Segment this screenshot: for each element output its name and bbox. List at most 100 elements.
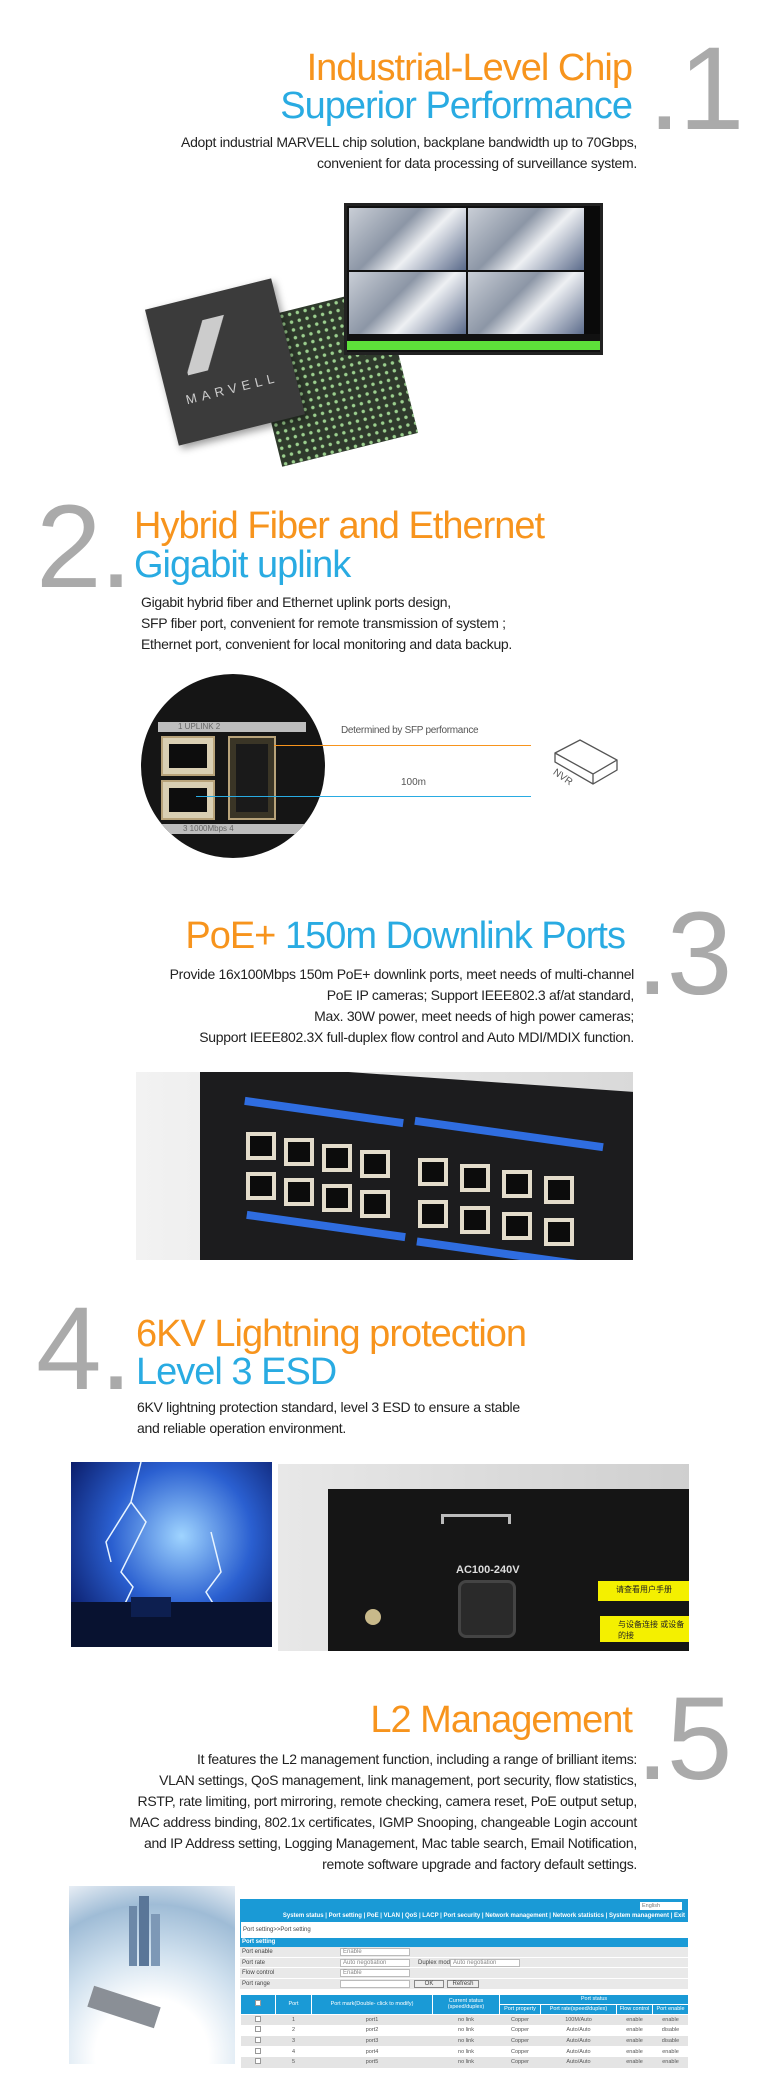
desc-line: and reliable operation environment. <box>137 1420 346 1436</box>
section-bar: Port setting <box>240 1938 688 1947</box>
s2-title-orange: Hybrid Fiber and Ethernet <box>134 505 545 547</box>
cell-current-status: no link <box>432 2057 500 2068</box>
s1-title-orange: Industrial-Level Chip <box>306 47 633 89</box>
cell-port-property: Copper <box>499 2014 541 2025</box>
row-checkbox[interactable] <box>240 2035 276 2047</box>
ethernet-connection-line <box>196 796 531 797</box>
col-port-enable: Port enable <box>651 2003 688 2015</box>
desc-line: It features the L2 management function, … <box>197 1751 637 1767</box>
uplink-label: 1 UPLINK 2 <box>158 722 306 732</box>
desc-line: RSTP, rate limiting, port mirroring, rem… <box>137 1793 638 1809</box>
cell-port-mark: port4 <box>365 2048 379 2055</box>
flow-control-select[interactable]: Enable <box>340 1969 410 1978</box>
s2-title-blue: Gigabit uplink <box>134 544 351 586</box>
warning-label: 请查看用户手册 <box>598 1581 689 1601</box>
sfp-port-icon <box>228 736 276 820</box>
section-number-5: .5 <box>636 1673 732 1805</box>
col-port-rate: Port rate(speed/duplex) <box>540 2003 617 2015</box>
port-range-input[interactable] <box>340 1980 410 1989</box>
poe-switch-ports-image <box>136 1072 633 1260</box>
row-checkbox[interactable] <box>240 2014 276 2025</box>
s1-description: Adopt industrial MARVELL chip solution, … <box>181 132 637 174</box>
network-globe-image <box>69 1886 235 2064</box>
language-select[interactable]: English <box>640 1902 682 1910</box>
cell-port-rate: Auto/Auto <box>566 2027 591 2034</box>
cell-port: 2 <box>291 2027 296 2034</box>
web-management-screenshot: English System status | Port setting | P… <box>240 1899 688 2068</box>
cell-port-rate: Auto/Auto <box>566 2048 591 2055</box>
cell-port-property: Copper <box>499 2057 541 2068</box>
port-enable-select[interactable]: Enable <box>340 1948 410 1956</box>
desc-line: SFP fiber port, convenient for remote tr… <box>141 615 506 631</box>
s4-description: 6KV lightning protection standard, level… <box>137 1397 520 1439</box>
desc-line: and IP Address setting, Logging Manageme… <box>144 1835 637 1851</box>
desc-line: 6KV lightning protection standard, level… <box>137 1399 520 1415</box>
cell-port-rate: 100M/Auto <box>540 2014 617 2025</box>
distance-label: 100m <box>401 777 427 788</box>
desc-line: VLAN settings, QoS management, link mana… <box>159 1772 637 1788</box>
cell-current-status: no link <box>432 2014 500 2025</box>
lightning-image <box>71 1462 272 1647</box>
row-checkbox[interactable] <box>241 2046 276 2057</box>
cell-current-status: no link <box>458 2027 474 2034</box>
refresh-button[interactable]: Refresh <box>447 1980 479 1989</box>
ground-screw-icon <box>365 1609 381 1625</box>
s3-title: PoE+ 150m Downlink Ports <box>185 915 626 957</box>
rj45-port-icon <box>161 780 215 820</box>
s3-description: Provide 16x100Mbps 150m PoE+ downlink po… <box>170 964 635 1048</box>
cell-port-property: Copper <box>510 2027 530 2034</box>
col-port: Port <box>275 1993 312 2015</box>
cell-port-enable: enable <box>662 2048 679 2055</box>
col-port-property: Port property <box>499 2003 541 2015</box>
cell-port-enable: disable <box>661 2027 680 2034</box>
power-rating-label: AC100-240V <box>456 1564 520 1576</box>
cell-port-enable: disable <box>652 2035 688 2047</box>
lightning-bolt-icon <box>71 1462 272 1647</box>
section-number-1: .1 <box>648 23 744 155</box>
s3-title-blue: 150m Downlink Ports <box>284 915 626 957</box>
desc-line: Max. 30W power, meet needs of high power… <box>314 1008 634 1024</box>
cell-flow-control: enable <box>626 2027 643 2034</box>
desc-line: Adopt industrial MARVELL chip solution, … <box>181 134 637 150</box>
s1-title-blue: Superior Performance <box>280 85 633 127</box>
cell-port: 3 <box>275 2035 312 2047</box>
section-number-3: .3 <box>636 888 732 1020</box>
cell-port-enable: enable <box>652 2057 688 2068</box>
breadcrumb: Port setting>>Port setting <box>240 1922 688 1938</box>
rj45-port-icon <box>161 736 215 776</box>
speed-label: 3 1000Mbps 4 <box>161 824 307 834</box>
marvell-logo-icon <box>176 312 247 376</box>
desc-line: Ethernet port, convenient for local moni… <box>141 636 513 652</box>
power-socket-image: AC100-240V 请查看用户手册 与设备连接 或设备的接 <box>278 1464 689 1651</box>
desc-line: convenient for data processing of survei… <box>317 155 637 171</box>
cell-port-property: Copper <box>510 2048 530 2055</box>
s5-title-orange: L2 Management <box>370 1699 633 1741</box>
s2-description: Gigabit hybrid fiber and Ethernet uplink… <box>141 592 512 655</box>
web-nav-menu[interactable]: System status | Port setting | PoE | VLA… <box>282 1913 685 1919</box>
cell-port-property: Copper <box>499 2035 541 2047</box>
cell-port-rate: Auto/Auto <box>540 2057 617 2068</box>
port-rate-label: Port rate <box>242 1959 266 1966</box>
keyboard-icon <box>87 1985 161 2029</box>
uplink-ports-image: 1 UPLINK 2 3 1000Mbps 4 <box>141 674 325 858</box>
duplex-select[interactable]: Auto negotiation <box>450 1958 520 1967</box>
row-checkbox[interactable] <box>241 2025 276 2036</box>
cell-port-rate: Auto/Auto <box>540 2035 617 2047</box>
desc-line: Support IEEE802.3X full-duplex flow cont… <box>199 1029 634 1045</box>
ok-button[interactable]: OK <box>414 1980 444 1989</box>
s4-title-blue: Level 3 ESD <box>136 1351 337 1393</box>
port-enable-label: Port enable <box>242 1949 273 1955</box>
section-number-4: 4. <box>36 1283 132 1415</box>
desc-line: PoE IP cameras; Support IEEE802.3 af/at … <box>326 987 635 1003</box>
row-checkbox[interactable] <box>240 2057 276 2068</box>
cell-port: 1 <box>275 2014 312 2025</box>
port-rate-select[interactable]: Auto negotiation <box>340 1958 410 1967</box>
flow-control-label: Flow control <box>242 1970 275 1977</box>
select-all-checkbox[interactable] <box>240 1993 276 2015</box>
